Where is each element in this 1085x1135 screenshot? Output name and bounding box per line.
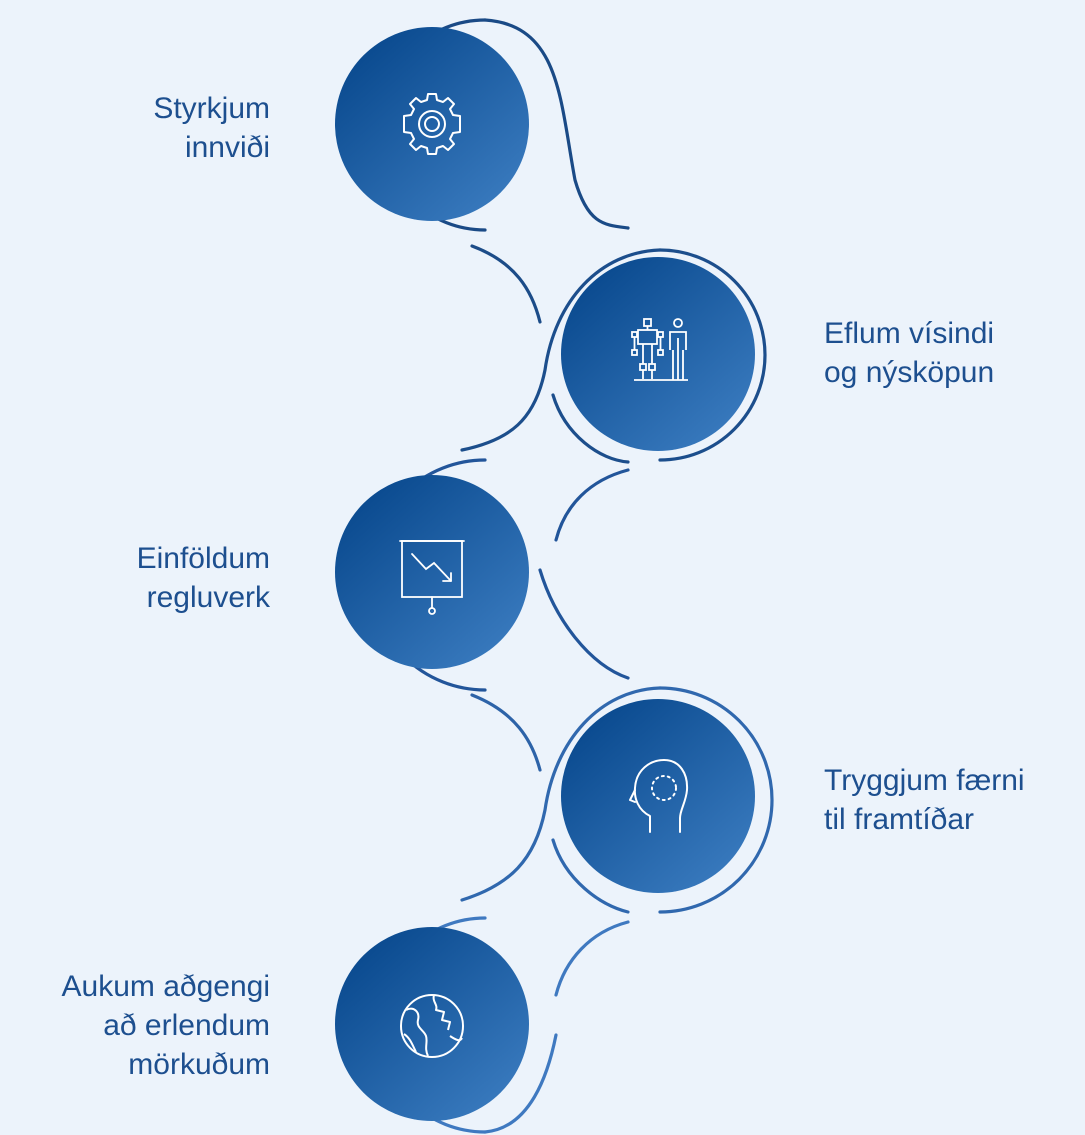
step-4-circle — [561, 699, 755, 893]
step-3-label: Einföldum regluverk — [137, 539, 270, 617]
step-5-circle — [335, 927, 529, 1121]
step-2-line-2: og nýsköpun — [824, 356, 995, 389]
step-circles — [335, 27, 755, 1121]
presentation-chart-down-icon — [399, 540, 465, 615]
step-5-label: Aukum aðgengi að erlendum mörkuðum — [62, 967, 270, 1084]
globe-icon — [400, 994, 464, 1058]
robot-person-icon — [631, 318, 688, 381]
step-1-label: Styrkjum innviði — [153, 89, 270, 167]
step-1-line-1: Styrkjum — [153, 92, 270, 125]
step-5-line-1: Aukum aðgengi — [61, 970, 270, 1003]
step-4-label: Tryggjum færni til framtíðar — [824, 761, 1025, 839]
step-5-line-2: að erlendum — [103, 1009, 270, 1042]
step-2-label: Eflum vísindi og nýsköpun — [824, 314, 994, 392]
step-1-circle — [335, 27, 529, 221]
gear-icon — [403, 93, 461, 155]
step-3-circle — [335, 475, 529, 669]
step-1-line-2: innviði — [184, 131, 270, 164]
step-2-line-1: Eflum vísindi — [824, 317, 995, 350]
step-5-line-3: mörkuðum — [128, 1048, 270, 1081]
step-3-line-2: regluverk — [146, 581, 270, 614]
step-4-line-1: Tryggjum færni — [824, 764, 1025, 797]
step-4-line-2: til framtíðar — [824, 803, 975, 836]
head-profile-icon — [629, 759, 689, 833]
step-3-line-1: Einföldum — [136, 542, 270, 575]
